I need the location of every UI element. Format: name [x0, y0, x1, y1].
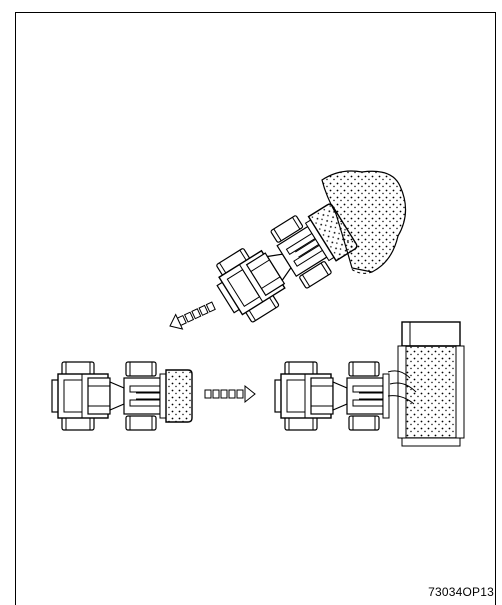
figure-code: 73034OP13: [428, 585, 494, 599]
dump-truck: [387, 321, 465, 447]
reverse-arrow: [169, 301, 216, 330]
wheel-loader-carrying: [51, 361, 193, 431]
wheel-loader-dumping: [274, 361, 390, 431]
figure-frame: [15, 12, 496, 605]
forward-arrow: [204, 384, 256, 404]
wheel-loader-digging: [206, 202, 359, 329]
